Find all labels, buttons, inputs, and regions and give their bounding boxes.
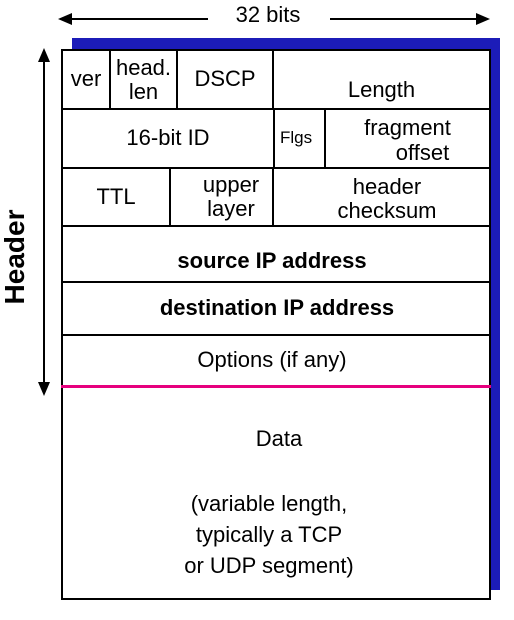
header-top-arrowhead: [38, 48, 50, 62]
field-identification-label: 16-bit ID: [126, 125, 210, 151]
field-upper-layer-line2: layer: [207, 196, 255, 221]
field-dscp-label: DSCP: [194, 66, 256, 92]
field-length-label: Length: [347, 77, 416, 103]
row-divider-4: [61, 281, 491, 283]
field-fragment-offset-line1: fragment: [364, 115, 451, 141]
right-arrowhead: [476, 13, 490, 25]
row-divider-1: [61, 108, 491, 110]
row-divider-2: [61, 167, 491, 169]
field-upper-layer-line1: upper: [202, 171, 260, 197]
field-fragment-offset: fragment offset: [326, 112, 489, 169]
field-source-address: source IP address: [63, 233, 481, 289]
field-version-label: ver: [70, 66, 102, 92]
divider-ver-headlen: [109, 49, 111, 109]
left-arrowhead: [58, 13, 72, 25]
field-flags: Flgs: [280, 110, 328, 167]
field-length: Length: [274, 62, 489, 119]
field-options: Options (if any): [63, 336, 481, 385]
data-description-line3: or UDP segment): [184, 553, 354, 578]
field-fragment-offset-line2: offset: [395, 139, 450, 165]
field-header-checksum-line2: checksum: [337, 198, 437, 223]
header-data-divider: [61, 385, 491, 388]
data-description-line2: typically a TCP: [195, 522, 343, 547]
divider-headlen-dscp: [176, 49, 178, 109]
field-identification: 16-bit ID: [63, 110, 273, 167]
field-header-checksum: header checksum: [274, 171, 500, 227]
field-version: ver: [63, 51, 109, 108]
field-upper-layer: upper layer: [171, 169, 291, 225]
header-arrows: [38, 48, 50, 396]
row-divider-5: [61, 334, 491, 336]
width-label: 32 bits: [235, 2, 301, 27]
field-options-label: Options (if any): [197, 347, 347, 373]
divider-id-flags: [273, 108, 275, 168]
field-header-length-line1: head.: [115, 55, 172, 81]
field-dscp: DSCP: [178, 51, 272, 108]
field-destination-address: destination IP address: [63, 283, 491, 334]
divider-ttl-upper: [169, 167, 171, 226]
row-divider-3: [61, 225, 491, 227]
header-bottom-arrowhead: [38, 382, 50, 396]
field-destination-address-label: destination IP address: [159, 295, 395, 321]
field-flags-label: Flgs: [280, 128, 313, 148]
datagram-frame: [61, 49, 491, 600]
field-header-length-line2: len: [128, 78, 159, 104]
data-description-line1: (variable length,: [190, 491, 348, 516]
width-arrows: [58, 13, 490, 25]
field-header-length: head. len: [111, 51, 176, 108]
data-description: (variable length, typically a TCP or UDP…: [63, 488, 475, 581]
divider-flags-fragment: [324, 108, 326, 168]
data-title: Data: [255, 426, 303, 451]
field-header-checksum-line1: header: [352, 173, 422, 199]
field-source-address-label: source IP address: [177, 247, 367, 273]
divider-dscp-length: [272, 49, 274, 109]
field-ttl: TTL: [63, 169, 169, 225]
header-side-label: Header: [0, 207, 33, 307]
divider-upper-checksum: [272, 167, 274, 226]
field-ttl-label: TTL: [96, 183, 136, 209]
